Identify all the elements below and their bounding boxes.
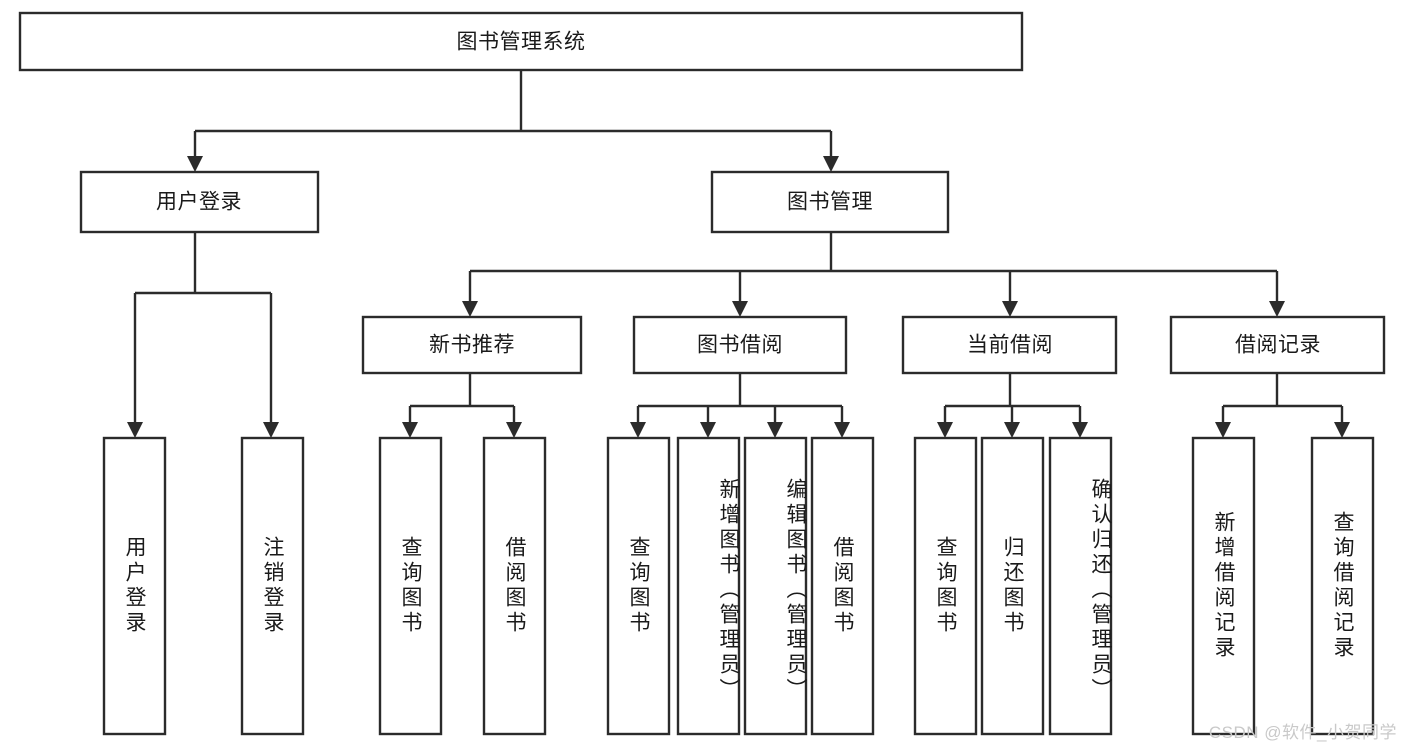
connector-new-book-recommend-bus [408, 373, 516, 424]
arrow-head-borrow-record [1269, 301, 1285, 317]
connector-root-bus [193, 70, 833, 158]
node-new-book-recommend-label: 新书推荐 [429, 334, 515, 357]
node-book-management-box[interactable] [710, 170, 950, 234]
arrow-head-leaf-query-book-2 [630, 422, 646, 438]
node-user-login-label: 用户登录 [156, 191, 242, 214]
connector-book-management-bus [468, 232, 1279, 303]
node-book-borrow-label: 图书借阅 [697, 334, 783, 357]
arrow-head-leaf-edit-book [767, 422, 783, 438]
arrow-head-new-book-recommend [462, 301, 478, 317]
node-borrow-record-label: 借阅记录 [1235, 334, 1321, 357]
node-leaf-add-book-box[interactable] [676, 436, 741, 736]
arrow-head-leaf-user-logout [263, 422, 279, 438]
arrow-head-leaf-borrow-book-1 [506, 422, 522, 438]
arrow-head-book-management [823, 156, 839, 172]
node-current-borrow-label: 当前借阅 [967, 334, 1053, 357]
arrow-head-leaf-add-book [700, 422, 716, 438]
node-layer: 图书管理系统 用户登录 图书管理 新书推荐 图书借阅 [18, 11, 1386, 736]
node-root-box[interactable] [18, 11, 1024, 72]
node-book-borrow-box[interactable] [632, 315, 848, 375]
node-leaf-user-login-box[interactable] [102, 436, 167, 736]
arrow-head-leaf-return-book [1004, 422, 1020, 438]
arrow-head-leaf-query-record [1334, 422, 1350, 438]
connector-current-borrow-bus [943, 373, 1082, 424]
node-leaf-query-book-2-box[interactable] [606, 436, 671, 736]
node-current-borrow-box[interactable] [901, 315, 1118, 375]
node-new-book-recommend[interactable]: 新书推荐 [361, 315, 583, 375]
node-user-login-box[interactable] [79, 170, 320, 234]
node-leaf-confirm-return-box[interactable] [1048, 436, 1113, 736]
node-leaf-query-book-1-box[interactable] [378, 436, 443, 736]
node-borrow-record-box[interactable] [1169, 315, 1386, 375]
node-leaf-user-logout-box[interactable] [240, 436, 305, 736]
node-leaf-query-record-box[interactable] [1310, 436, 1375, 736]
node-leaf-query-book-3-box[interactable] [913, 436, 978, 736]
connector-book-borrow-bus [636, 373, 844, 424]
arrow-head-user-login [187, 156, 203, 172]
connector-borrow-record-bus [1221, 373, 1344, 424]
arrow-head-leaf-query-book-1 [402, 422, 418, 438]
arrow-head-leaf-add-record [1215, 422, 1231, 438]
arrow-head-leaf-user-login [127, 422, 143, 438]
node-book-management-label: 图书管理 [787, 191, 873, 214]
node-leaf-add-record-box[interactable] [1191, 436, 1256, 736]
connector-layer [127, 70, 1350, 438]
arrow-head-book-borrow [732, 301, 748, 317]
node-leaf-edit-book-box[interactable] [743, 436, 808, 736]
node-root-label: 图书管理系统 [457, 31, 586, 54]
node-leaf-borrow-book-2-box[interactable] [810, 436, 875, 736]
node-new-book-recommend-box[interactable] [361, 315, 583, 375]
node-book-management[interactable]: 图书管理 [710, 170, 950, 234]
node-leaf-return-book-box[interactable] [980, 436, 1045, 736]
arrow-head-leaf-confirm-return [1072, 422, 1088, 438]
arrow-head-leaf-query-book-3 [937, 422, 953, 438]
arrow-head-leaf-borrow-book-2 [834, 422, 850, 438]
node-root[interactable]: 图书管理系统 [18, 11, 1024, 72]
node-leaf-borrow-book-1-box[interactable] [482, 436, 547, 736]
node-book-borrow[interactable]: 图书借阅 [632, 315, 848, 375]
node-user-login[interactable]: 用户登录 [79, 170, 320, 234]
node-current-borrow[interactable]: 当前借阅 [901, 315, 1118, 375]
connector-user-login-bus [133, 232, 273, 424]
node-borrow-record[interactable]: 借阅记录 [1169, 315, 1386, 375]
watermark-text: CSDN @软件_小贺同学 [1208, 723, 1397, 742]
arrow-head-current-borrow [1002, 301, 1018, 317]
